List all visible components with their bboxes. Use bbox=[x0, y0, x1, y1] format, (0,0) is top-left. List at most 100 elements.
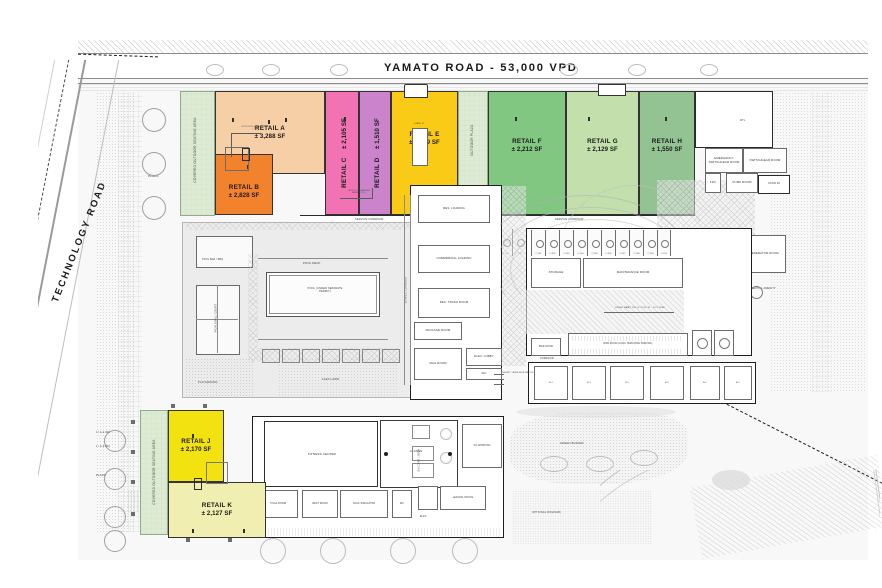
tree-symbol-south bbox=[260, 538, 286, 564]
bike-wc-room: WC bbox=[466, 368, 502, 380]
covered-outdoor-seating-label-south: COVERED OUTDOOR SEATING AREA bbox=[152, 439, 157, 505]
stair-2-label: STAIR #2 bbox=[768, 182, 780, 186]
seating-area-paving-north bbox=[181, 92, 214, 215]
commercial-loading-label: COMMERCIAL LOADING bbox=[436, 256, 472, 261]
bike-room-garage: BIKE ROOM bbox=[531, 338, 561, 356]
storefront-column bbox=[285, 118, 287, 122]
retail-i-backofhouse bbox=[695, 91, 773, 148]
yamato-road-label: YAMATO ROAD - 53,000 VPD bbox=[384, 62, 578, 74]
coworking-room: CO-WORKING bbox=[462, 424, 502, 468]
package-room-label: PACKAGE ROOM bbox=[425, 328, 451, 333]
storage-room: STORAGE bbox=[531, 258, 581, 288]
retail-unit-F[interactable]: RETAIL F ± 2,212 SF bbox=[488, 91, 566, 215]
covered-outdoor-seating-label-north: COVERED OUTDOOR SEATING AREA bbox=[193, 117, 198, 183]
street-tree bbox=[628, 64, 646, 76]
parking-stall[interactable]: C-207 bbox=[615, 230, 629, 256]
callout-box bbox=[225, 147, 249, 171]
retail-unit-D[interactable]: RETAIL D ± 1,510 SF bbox=[359, 91, 391, 215]
retail-J-name: RETAIL J bbox=[181, 438, 211, 446]
grid-ref-bubble: 1 / A-2.000 bbox=[96, 431, 110, 434]
retail-unit-K[interactable]: RETAIL K ± 2,127 SF bbox=[168, 482, 266, 538]
pump-room: PUMP ROOM bbox=[726, 173, 758, 193]
retail-unit-C[interactable]: RETAIL C ± 2,105 SF bbox=[325, 91, 359, 215]
building-lobby-label: BUILDING LOBBY bbox=[417, 448, 421, 472]
playground-label: PLAYGROUND bbox=[198, 381, 218, 384]
callout-text: OUTDOOR SEATING AREA(TYP.) bbox=[241, 126, 271, 131]
retail-D-area: ± 1,510 SF bbox=[374, 118, 381, 149]
bollard bbox=[131, 420, 135, 424]
retail-B-area: ± 2,828 SF bbox=[228, 191, 260, 199]
pool-bar-bbq-structure bbox=[196, 236, 253, 268]
service-corridor-vertical-label: SERVICE CORRIDOR bbox=[404, 276, 408, 304]
pickleball-court bbox=[196, 285, 240, 355]
retail-C-name: RETAIL C bbox=[341, 157, 348, 188]
yamato-road-shoulder-upper bbox=[78, 40, 868, 53]
parking-stall[interactable]: C-202 bbox=[545, 230, 559, 256]
parking-stall[interactable]: C-208 bbox=[629, 230, 643, 256]
parking-stall[interactable]: C-204 bbox=[573, 230, 587, 256]
res-trash-room: RES. TRASH ROOM bbox=[418, 288, 490, 318]
storefront-column bbox=[192, 434, 194, 438]
turn-symbol bbox=[719, 338, 730, 349]
shrub-symbol bbox=[540, 456, 568, 472]
bike-rack-leader bbox=[494, 384, 504, 385]
retail-G-name: RETAIL G bbox=[587, 138, 618, 146]
fdc-label: FDC bbox=[709, 180, 717, 185]
residential-unit: B-1 bbox=[534, 366, 568, 400]
yoga-room-label: YOGA ROOM bbox=[269, 501, 287, 505]
bike-room-label: BIKE ROOM bbox=[539, 345, 553, 348]
parking-stall[interactable]: C-205 bbox=[587, 230, 601, 256]
res-loading-label: RES. LOADING bbox=[443, 206, 465, 211]
stair-2-room: STAIR #2 bbox=[758, 175, 790, 194]
parking-stall[interactable]: C-201 bbox=[531, 230, 545, 256]
parking-stall[interactable]: C-209 bbox=[643, 230, 657, 256]
bollard bbox=[228, 538, 232, 542]
callout-leader bbox=[231, 133, 261, 134]
green-buffer-label: GREEN BUFFER bbox=[560, 441, 584, 445]
parking-stall[interactable]: C-210 bbox=[657, 230, 671, 256]
mail-room: MAIL ROOM bbox=[414, 348, 462, 380]
furniture-table bbox=[412, 425, 430, 439]
short-term-bike-racks-label: SHORT TERM BIKE RACKS bbox=[502, 372, 534, 374]
entry-canopy-north-2 bbox=[598, 84, 626, 96]
res-loading-room: RES. LOADING bbox=[418, 195, 490, 223]
callout-leader bbox=[231, 133, 232, 157]
optional-dogpark-label: OPTIONAL DOGPARK bbox=[532, 511, 561, 514]
retail-H-area: ± 1,550 SF bbox=[651, 146, 683, 154]
retail-unit-J[interactable]: RETAIL J ± 2,170 SF bbox=[168, 410, 224, 482]
retail-D-name: RETAIL D bbox=[374, 157, 381, 188]
door-swing-symbol bbox=[194, 478, 202, 490]
column-dot bbox=[384, 452, 388, 456]
parking-stall-row-garage-upper[interactable]: C-201 C-202 C-203 C-204 C-205 C-206 C-20… bbox=[531, 230, 671, 256]
street-tree bbox=[560, 64, 578, 76]
storefront-column bbox=[192, 529, 194, 533]
deck-line bbox=[258, 339, 388, 340]
retail-G-area: ± 2,129 SF bbox=[587, 146, 618, 154]
cabana bbox=[302, 349, 320, 363]
retail-unit-B[interactable]: RETAIL B ± 2,828 SF bbox=[215, 154, 273, 215]
storefront-column bbox=[665, 117, 667, 121]
bollard bbox=[131, 512, 135, 516]
cabana bbox=[262, 349, 280, 363]
residential-unit: A-1 bbox=[650, 366, 684, 400]
fdc-room: FDC bbox=[705, 173, 721, 193]
fitness-center-walls bbox=[264, 421, 378, 487]
hedge-strip bbox=[248, 254, 258, 362]
res-trash-room-label: RES. TRASH ROOM bbox=[439, 300, 469, 305]
optional-dogpark-area bbox=[512, 490, 652, 544]
retail-K-area: ± 2,127 SF bbox=[201, 510, 233, 518]
street-tree bbox=[700, 64, 718, 76]
parking-stall[interactable]: C-203 bbox=[559, 230, 573, 256]
flex-lawn-area bbox=[278, 358, 398, 396]
emergency-switchgear-label: EMERGENCY SWITCHGEAR ROOM bbox=[708, 156, 740, 164]
parking-stall[interactable]: C-206 bbox=[601, 230, 615, 256]
ramp-arrow bbox=[604, 312, 674, 313]
flex-lawn-label: FLEX LAWN bbox=[322, 377, 340, 381]
column-dot bbox=[448, 452, 452, 456]
speed-ramp-label: SPEED RAMP 15% @ 11.02' FL - 12.2' RISE bbox=[615, 307, 665, 309]
bollard bbox=[171, 404, 175, 408]
court-cross-line bbox=[196, 319, 238, 320]
building-lobby-south bbox=[418, 486, 438, 510]
cabana bbox=[282, 349, 300, 363]
